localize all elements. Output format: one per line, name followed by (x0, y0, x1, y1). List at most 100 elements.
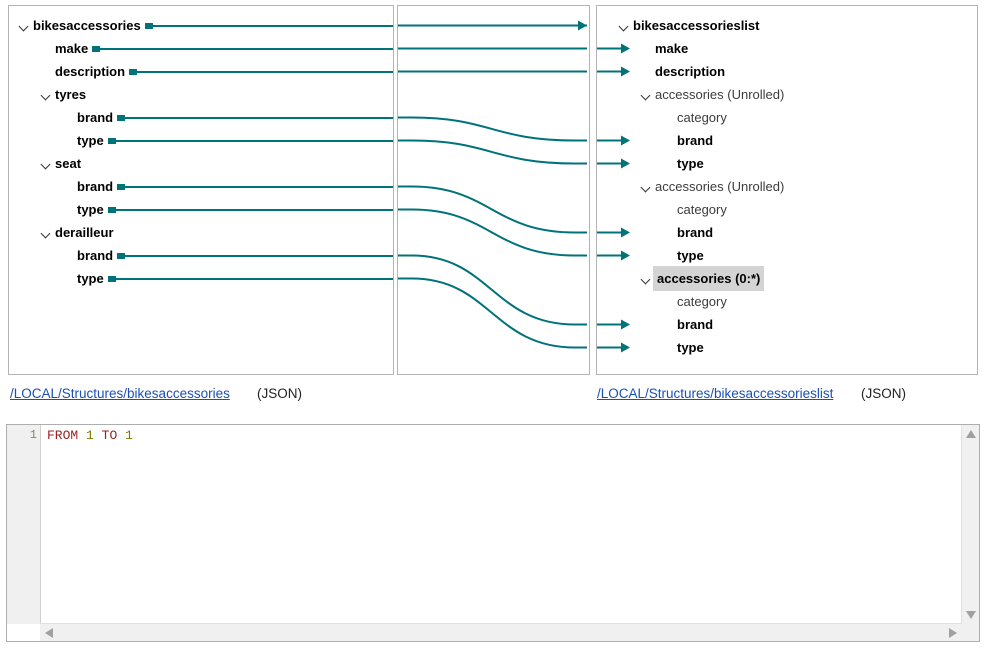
code-token-plain (78, 428, 86, 443)
target-tree-node[interactable]: type (661, 244, 706, 267)
mapping-arrow-icon[interactable] (597, 129, 631, 152)
editor-gutter: 1 (7, 425, 41, 624)
source-tree-node[interactable]: brand (61, 175, 115, 198)
source-tree-node[interactable]: type (61, 267, 106, 290)
mapping-connector-line[interactable] (116, 139, 393, 142)
editor-horizontal-scrollbar[interactable] (40, 623, 962, 641)
mapping-arrow-icon[interactable] (597, 221, 631, 244)
target-tree-node[interactable]: type (661, 336, 706, 359)
editor-vertical-scrollbar[interactable] (961, 425, 979, 624)
expression-editor[interactable]: 1 FROM 1 TO 1 (6, 424, 980, 642)
source-node-label: type (77, 202, 104, 217)
chevron-down-icon[interactable] (17, 14, 31, 37)
source-tree-node[interactable]: type (61, 198, 106, 221)
scroll-left-icon[interactable] (45, 628, 53, 638)
scroll-up-icon[interactable] (966, 430, 976, 438)
target-tree-node[interactable]: description (639, 60, 727, 83)
mapping-connector-line[interactable] (100, 47, 393, 50)
mapping-link-curve[interactable] (398, 185, 587, 234)
source-node-label: description (55, 64, 126, 79)
mapping-arrow-icon[interactable] (597, 336, 631, 359)
mapping-connector-stub[interactable] (108, 206, 116, 213)
source-tree-node[interactable]: description (39, 60, 127, 83)
chevron-down-icon[interactable] (639, 267, 653, 290)
mapping-connector-stub[interactable] (117, 252, 125, 259)
mapping-connector-stub[interactable] (129, 68, 137, 75)
mapping-connector-line[interactable] (137, 70, 393, 73)
target-tree-node[interactable]: accessories (0:*) (639, 266, 765, 291)
mapping-link-curve[interactable] (398, 208, 587, 257)
source-tree-node[interactable]: type (61, 129, 106, 152)
target-tree-node[interactable]: brand (661, 221, 715, 244)
target-tree-node[interactable]: category (661, 106, 729, 129)
mapping-connector-stub[interactable] (92, 45, 100, 52)
target-tree-node[interactable]: brand (661, 313, 715, 336)
target-path-link[interactable]: /LOCAL/Structures/bikesaccessorieslist (597, 386, 834, 401)
mapping-links-panel[interactable] (397, 5, 590, 375)
target-tree-node[interactable]: category (661, 290, 729, 313)
source-path-link[interactable]: /LOCAL/Structures/bikesaccessories (10, 386, 230, 401)
target-node-label: type (677, 248, 704, 263)
mapping-connector-line[interactable] (125, 185, 393, 188)
tree-spacer (639, 37, 653, 60)
mapping-connector-stub[interactable] (108, 137, 116, 144)
mapping-connector-stub[interactable] (108, 275, 116, 282)
target-node-label: accessories (Unrolled) (655, 179, 785, 194)
target-tree-node[interactable]: make (639, 37, 690, 60)
scroll-down-icon[interactable] (966, 611, 976, 619)
mapping-arrow-icon[interactable] (597, 313, 631, 336)
target-tree-node[interactable]: category (661, 198, 729, 221)
tree-spacer (61, 175, 75, 198)
editor-code-line[interactable]: FROM 1 TO 1 (47, 428, 959, 443)
source-tree-node[interactable]: tyres (39, 83, 88, 106)
chevron-down-icon[interactable] (39, 152, 53, 175)
code-token-plain (94, 428, 102, 443)
target-tree-node[interactable]: type (661, 152, 706, 175)
source-tree-node[interactable]: make (39, 37, 90, 60)
mapping-connector-line[interactable] (125, 116, 393, 119)
source-tree-node[interactable]: brand (61, 106, 115, 129)
target-node-label: type (677, 156, 704, 171)
tree-spacer (61, 106, 75, 129)
chevron-down-icon[interactable] (39, 221, 53, 244)
chevron-down-icon[interactable] (39, 83, 53, 106)
mapping-connector-stub[interactable] (145, 22, 153, 29)
mapping-connector-line[interactable] (116, 208, 393, 211)
mapping-arrow-icon[interactable] (597, 152, 631, 175)
target-tree-node[interactable]: brand (661, 129, 715, 152)
mapping-connector-stub[interactable] (117, 114, 125, 121)
chevron-down-icon[interactable] (617, 14, 631, 37)
scroll-right-icon[interactable] (949, 628, 957, 638)
source-tree-node[interactable]: derailleur (39, 221, 116, 244)
source-node-label: type (77, 133, 104, 148)
mapping-connector-line[interactable] (125, 254, 393, 257)
tree-spacer (661, 198, 675, 221)
mapping-connector-line[interactable] (153, 24, 393, 27)
source-tree-node[interactable]: bikesaccessories (17, 14, 143, 37)
chevron-down-icon[interactable] (639, 175, 653, 198)
target-tree-node[interactable]: accessories (Unrolled) (639, 175, 786, 198)
source-node-label: brand (77, 248, 114, 263)
mapping-link-curve[interactable] (398, 277, 587, 349)
target-tree-node[interactable]: accessories (Unrolled) (639, 83, 786, 106)
source-tree-node[interactable]: seat (39, 152, 83, 175)
mapping-link-curve[interactable] (398, 116, 587, 142)
mapping-arrow-icon[interactable] (597, 37, 631, 60)
mapping-arrow-icon[interactable] (597, 244, 631, 267)
mapping-arrow-icon[interactable] (597, 60, 631, 83)
editor-inner[interactable]: 1 FROM 1 TO 1 (7, 425, 979, 641)
chevron-down-icon[interactable] (639, 83, 653, 106)
mapping-link-curve[interactable] (398, 254, 587, 326)
target-node-label: brand (677, 225, 714, 240)
target-tree-node[interactable]: bikesaccessorieslist (617, 14, 761, 37)
mapping-link-curve[interactable] (398, 139, 587, 165)
target-node-label: bikesaccessorieslist (633, 18, 760, 33)
source-tree-node[interactable]: brand (61, 244, 115, 267)
target-node-label: brand (677, 317, 714, 332)
mapping-connector-stub[interactable] (117, 183, 125, 190)
mapping-connector-line[interactable] (116, 277, 393, 280)
